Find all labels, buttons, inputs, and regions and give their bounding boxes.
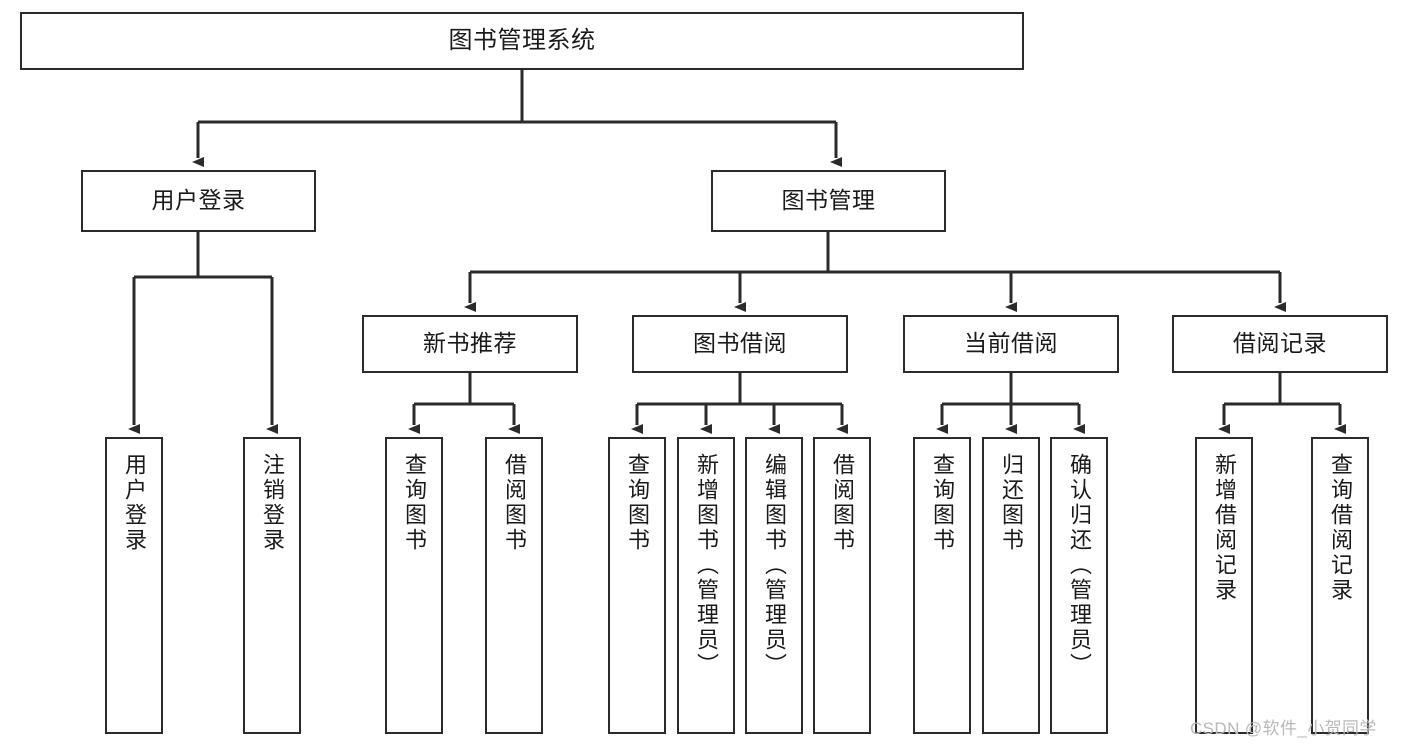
node-leaf-logout-label: 注销登录: [260, 453, 285, 553]
node-leaf-edit-book-label: 编辑图书（管理员）: [762, 453, 787, 678]
node-current-borrow[interactable]: 当前借阅: [903, 315, 1119, 373]
node-user-login-label: 用户登录: [151, 187, 246, 214]
node-leaf-query-record[interactable]: 查询借阅记录: [1311, 437, 1369, 734]
node-leaf-query-book-2-label: 查询图书: [625, 453, 650, 553]
node-leaf-borrow-book-1-label: 借阅图书: [502, 453, 527, 553]
node-leaf-confirm-return[interactable]: 确认归还（管理员）: [1050, 437, 1108, 734]
node-leaf-borrow-book-2[interactable]: 借阅图书: [813, 437, 871, 734]
node-leaf-confirm-return-label: 确认归还（管理员）: [1067, 453, 1092, 678]
watermark-text: CSDN @软件_小贺同学: [1190, 719, 1377, 738]
node-leaf-add-book[interactable]: 新增图书（管理员）: [677, 437, 735, 734]
node-leaf-logout[interactable]: 注销登录: [243, 437, 301, 734]
node-leaf-add-book-label: 新增图书（管理员）: [694, 453, 719, 678]
node-leaf-query-book-1-label: 查询图书: [402, 453, 427, 553]
node-borrow-record[interactable]: 借阅记录: [1172, 315, 1388, 373]
node-leaf-return-book-label: 归还图书: [999, 453, 1024, 553]
node-leaf-add-record-label: 新增借阅记录: [1212, 453, 1237, 603]
node-book-borrow-label: 图书借阅: [693, 330, 787, 357]
node-root-system-label: 图书管理系统: [448, 26, 596, 54]
node-root-system[interactable]: 图书管理系统: [20, 12, 1024, 70]
node-book-borrow[interactable]: 图书借阅: [632, 315, 848, 373]
node-leaf-query-book-2[interactable]: 查询图书: [608, 437, 666, 734]
node-leaf-query-book-3[interactable]: 查询图书: [913, 437, 971, 734]
node-leaf-borrow-book-1[interactable]: 借阅图书: [485, 437, 543, 734]
node-borrow-record-label: 借阅记录: [1233, 330, 1327, 357]
node-new-book-recommend-label: 新书推荐: [423, 330, 517, 357]
node-leaf-return-book[interactable]: 归还图书: [982, 437, 1040, 734]
node-user-login[interactable]: 用户登录: [81, 170, 316, 232]
node-book-management[interactable]: 图书管理: [711, 170, 946, 232]
node-leaf-edit-book[interactable]: 编辑图书（管理员）: [745, 437, 803, 734]
node-book-management-label: 图书管理: [781, 187, 876, 214]
node-leaf-user-login-label: 用户登录: [122, 453, 147, 553]
node-leaf-query-book-3-label: 查询图书: [930, 453, 955, 553]
node-new-book-recommend[interactable]: 新书推荐: [362, 315, 578, 373]
node-leaf-user-login[interactable]: 用户登录: [105, 437, 163, 734]
node-leaf-borrow-book-2-label: 借阅图书: [830, 453, 855, 553]
node-current-borrow-label: 当前借阅: [964, 330, 1058, 357]
node-leaf-add-record[interactable]: 新增借阅记录: [1195, 437, 1253, 734]
node-leaf-query-record-label: 查询借阅记录: [1328, 453, 1353, 603]
node-leaf-query-book-1[interactable]: 查询图书: [385, 437, 443, 734]
